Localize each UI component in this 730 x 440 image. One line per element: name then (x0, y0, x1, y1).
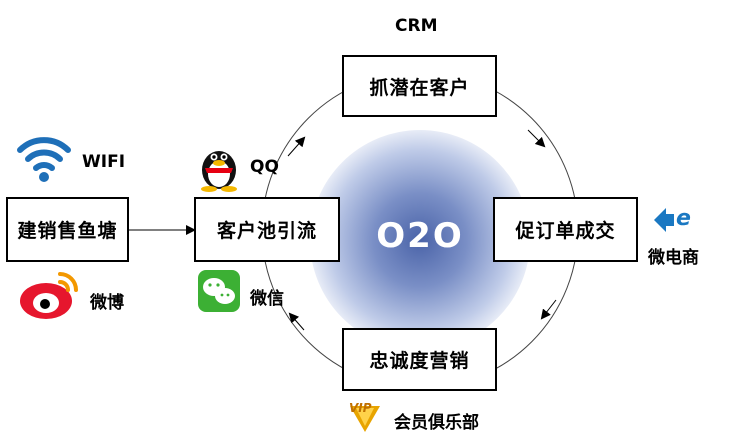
wechat-label: 微信 (250, 289, 284, 309)
qq-icon (196, 140, 242, 192)
wifi-icon (14, 128, 74, 184)
node-far-left: 建销售鱼塘 (6, 197, 129, 262)
node-right: 促订单成交 (493, 197, 638, 262)
ecommerce-icon: e (652, 200, 698, 234)
node-bottom: 忠诚度营销 (342, 328, 497, 391)
crm-label: CRM (395, 16, 438, 36)
arrow-bottom-right (540, 299, 557, 320)
node-left: 客户池引流 (194, 197, 340, 262)
qq-label: QQ (250, 157, 279, 177)
arrow-top-left (287, 136, 306, 157)
node-top: 抓潜在客户 (342, 55, 497, 117)
center-label: O2O (376, 216, 464, 256)
wifi-label: WIFI (82, 152, 126, 172)
vip-label: 会员俱乐部 (394, 413, 479, 433)
weibo-icon (18, 268, 80, 322)
ecommerce-label: 微电商 (648, 248, 699, 268)
arrow-top-right (527, 129, 546, 148)
weibo-label: 微博 (90, 293, 124, 313)
wechat-icon (198, 270, 240, 312)
svg-text:e: e (676, 206, 691, 231)
vip-icon: VIP (344, 398, 386, 434)
svg-text:VIP: VIP (349, 401, 372, 415)
arrow-bottom-left (288, 312, 305, 331)
